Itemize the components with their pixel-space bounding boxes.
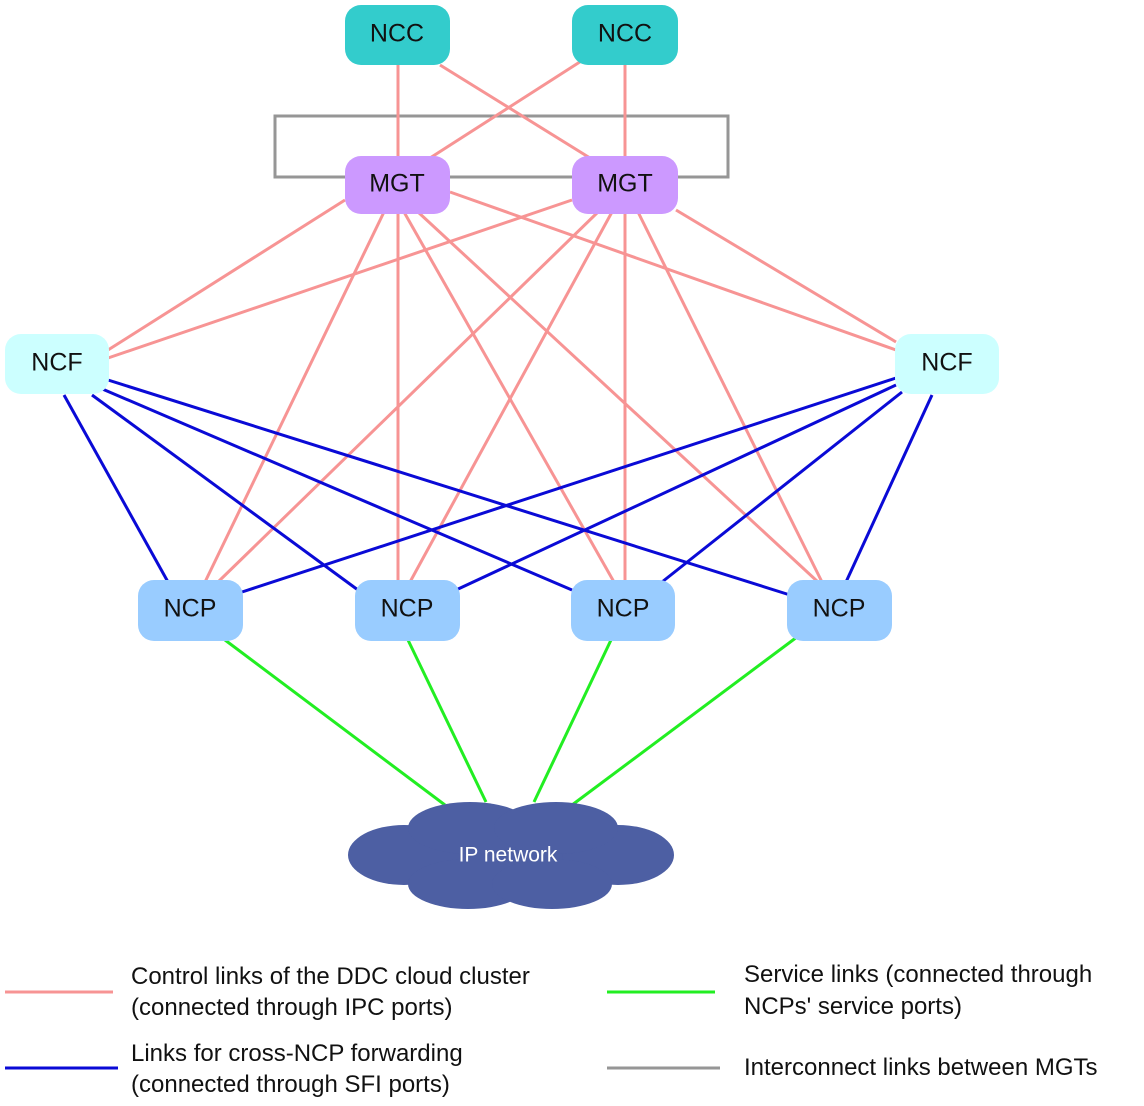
legend-item-forwarding: Links for cross-NCP forwarding (connecte…	[5, 1040, 463, 1098]
service-link	[224, 638, 446, 807]
forwarding-link	[241, 376, 897, 594]
service-link	[406, 639, 488, 803]
legend-text-service-line1: Service links (connected through	[744, 961, 1092, 988]
control-link	[449, 190, 897, 352]
ncc-label: NCC	[370, 20, 424, 48]
ncc-node: NCC	[345, 5, 450, 65]
ncp-node: NCP	[787, 580, 892, 641]
ncp-label: NCP	[597, 595, 650, 623]
ncp-node: NCP	[571, 580, 675, 641]
ncf-node: NCF	[5, 334, 109, 394]
legend-text-forwarding-line1: Links for cross-NCP forwarding	[131, 1040, 463, 1067]
ncp-node: NCP	[138, 580, 243, 641]
legend: Control links of the DDC cloud cluster (…	[5, 961, 1098, 1098]
forwarding-link	[455, 383, 897, 592]
ncp-group: NCP NCP NCP NCP	[138, 580, 892, 641]
control-link	[107, 198, 346, 352]
forwarding-link	[844, 394, 934, 583]
ncf-label: NCF	[921, 349, 972, 377]
forwarding-link	[62, 394, 170, 583]
legend-text-interconnect: Interconnect links between MGTs	[744, 1054, 1098, 1081]
control-link	[402, 211, 616, 583]
forwarding-link	[661, 390, 903, 584]
service-links	[224, 635, 798, 807]
ncc-label: NCC	[598, 20, 652, 48]
ncp-label: NCP	[813, 595, 866, 623]
legend-text-control-line1: Control links of the DDC cloud cluster	[131, 963, 530, 990]
ncf-label: NCF	[31, 349, 82, 377]
control-link	[636, 211, 824, 583]
ncc-group: NCC NCC	[345, 5, 678, 65]
ip-network-label: IP network	[459, 844, 558, 867]
mgt-group: MGT MGT	[345, 156, 678, 214]
ncf-node: NCF	[895, 334, 999, 394]
service-link	[571, 635, 798, 807]
ip-network-cloud: IP network	[348, 802, 674, 909]
legend-text-forwarding-line2: (connected through SFI ports)	[131, 1071, 450, 1098]
mgt-node: MGT	[572, 156, 678, 214]
forwarding-link	[99, 386, 573, 592]
forwarding-links	[62, 376, 934, 597]
service-link	[532, 639, 613, 803]
legend-text-service-line2: NCPs' service ports)	[744, 993, 962, 1020]
mgt-node: MGT	[345, 156, 450, 214]
ncp-label: NCP	[381, 595, 434, 623]
ncc-node: NCC	[572, 5, 678, 65]
ncp-node: NCP	[355, 580, 460, 641]
legend-item-interconnect: Interconnect links between MGTs	[607, 1054, 1098, 1081]
control-links	[107, 56, 897, 584]
interconnect-links	[273, 114, 730, 179]
legend-text-control-line2: (connected through IPC ports)	[131, 994, 453, 1021]
control-link	[429, 56, 587, 160]
mgt-label: MGT	[597, 170, 653, 198]
legend-item-service: Service links (connected through NCPs' s…	[607, 961, 1092, 1020]
mgt-label: MGT	[369, 170, 425, 198]
mgt-interconnect-link	[273, 114, 730, 179]
legend-item-control: Control links of the DDC cloud cluster (…	[5, 963, 530, 1021]
control-link	[203, 211, 386, 583]
ncp-label: NCP	[164, 595, 217, 623]
control-link	[408, 211, 614, 583]
control-link	[675, 208, 897, 344]
control-link	[416, 210, 820, 584]
control-link	[107, 198, 573, 360]
ncf-group: NCF NCF	[5, 334, 999, 394]
forwarding-link	[107, 378, 791, 597]
control-link	[439, 63, 591, 160]
forwarding-link	[91, 393, 359, 592]
control-link	[216, 210, 600, 584]
